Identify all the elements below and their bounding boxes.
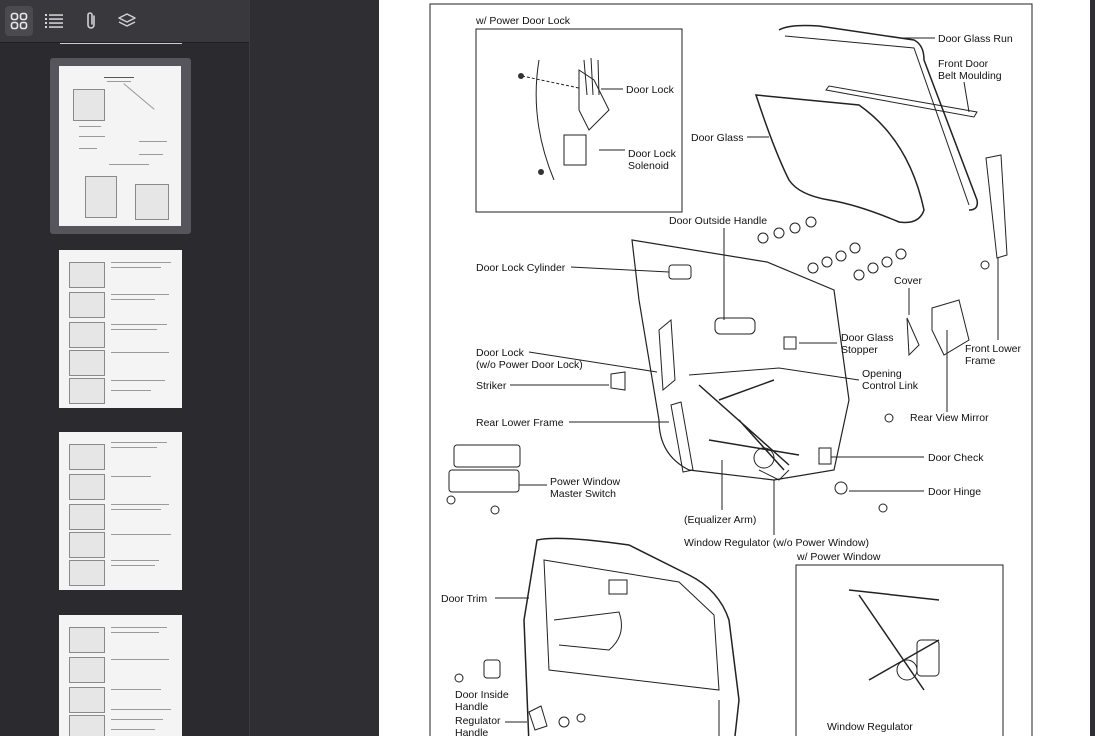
thumbnail-page-1[interactable]: [50, 58, 191, 234]
sidebar-toolbar: [0, 0, 249, 43]
label-window-regulator-wo: Window Regulator (w/o Power Window): [684, 537, 869, 549]
outline-view-button[interactable]: [40, 6, 68, 36]
attachment-icon: [87, 12, 95, 29]
label-door-lock-solenoid-1: Door Lock: [628, 148, 677, 160]
label-rear-lower-frame: Rear Lower Frame: [476, 417, 564, 429]
label-door-trim: Door Trim: [441, 593, 487, 605]
exploded-parts-diagram: w/ Power Door Lock Door Lock Door Lock S…: [429, 3, 1033, 736]
label-front-door-belt-2: Belt Moulding: [938, 70, 1002, 82]
label-rear-view-mirror: Rear View Mirror: [910, 412, 989, 424]
document-page: w/ Power Door Lock Door Lock Door Lock S…: [379, 0, 1090, 736]
label-striker: Striker: [476, 380, 507, 392]
label-door-glass: Door Glass: [691, 132, 744, 144]
label-door-inside-handle-2: Handle: [455, 701, 488, 713]
label-power-window-master-2: Master Switch: [550, 488, 616, 500]
thumbnails-icon: [10, 12, 28, 30]
layers-view-button[interactable]: [113, 6, 141, 36]
label-door-inside-handle-1: Door Inside: [455, 689, 509, 701]
label-power-window-master-1: Power Window: [550, 476, 620, 488]
label-door-glass-run: Door Glass Run: [938, 33, 1013, 45]
label-door-lock-cylinder: Door Lock Cylinder: [476, 262, 566, 274]
scrollbar[interactable]: [1090, 0, 1095, 736]
outline-icon: [45, 14, 63, 28]
sidebar: [0, 0, 250, 736]
label-front-lower-frame-2: Frame: [965, 355, 995, 367]
layers-icon: [118, 13, 136, 27]
thumbnail-list[interactable]: [0, 43, 249, 736]
label-opening-control-link-1: Opening: [862, 368, 902, 380]
label-regulator-handle-1: Regulator: [455, 715, 501, 727]
label-power-door-lock: w/ Power Door Lock: [475, 15, 571, 27]
label-power-window: w/ Power Window: [796, 551, 881, 563]
label-door-lock-wo-2: (w/o Power Door Lock): [476, 359, 583, 371]
label-front-lower-frame-1: Front Lower: [965, 343, 1022, 355]
label-door-check: Door Check: [928, 452, 984, 464]
thumbnails-view-button[interactable]: [5, 6, 33, 36]
attachments-view-button[interactable]: [77, 6, 105, 36]
thumbnail-page-4[interactable]: [50, 608, 191, 736]
label-door-outside-handle: Door Outside Handle: [669, 215, 767, 227]
label-door-lock: Door Lock: [626, 84, 675, 96]
label-door-lock-solenoid-2: Solenoid: [628, 160, 669, 172]
thumbnail-image: [59, 615, 182, 736]
label-regulator-handle-2: Handle: [455, 727, 488, 736]
label-door-glass-stopper-2: Stopper: [841, 344, 878, 356]
label-cover: Cover: [894, 275, 923, 287]
label-door-glass-stopper-1: Door Glass: [841, 332, 894, 344]
thumbnail-image: [59, 250, 182, 408]
thumbnail-partial: [60, 43, 182, 44]
thumbnail-image: [59, 66, 181, 226]
thumbnail-image: [59, 432, 182, 590]
label-door-hinge: Door Hinge: [928, 486, 981, 498]
thumbnail-page-3[interactable]: [50, 425, 191, 595]
label-equalizer-arm: (Equalizer Arm): [684, 514, 756, 526]
thumbnail-page-2[interactable]: [50, 243, 191, 413]
label-opening-control-link-2: Control Link: [862, 380, 919, 392]
label-door-lock-wo-1: Door Lock: [476, 347, 525, 359]
label-front-door-belt-1: Front Door: [938, 58, 989, 70]
label-window-regulator: Window Regulator: [827, 721, 913, 733]
